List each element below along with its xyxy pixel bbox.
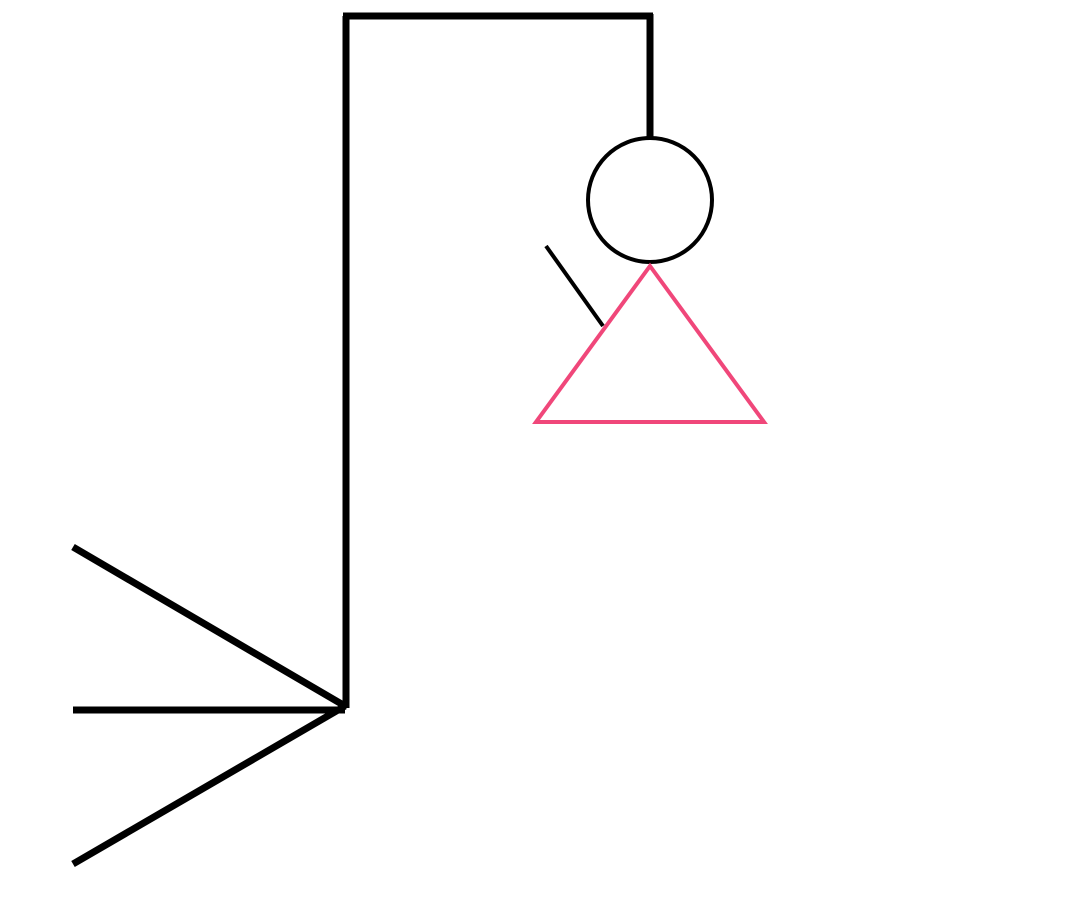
- gallows-base-upper-leg: [71, 543, 347, 710]
- gallows-base-lower-leg: [71, 702, 347, 868]
- figure-head: [586, 136, 714, 264]
- figure-body-triangle: [532, 262, 768, 424]
- gallows-base: [71, 543, 347, 868]
- figure-left-arm: [544, 244, 605, 328]
